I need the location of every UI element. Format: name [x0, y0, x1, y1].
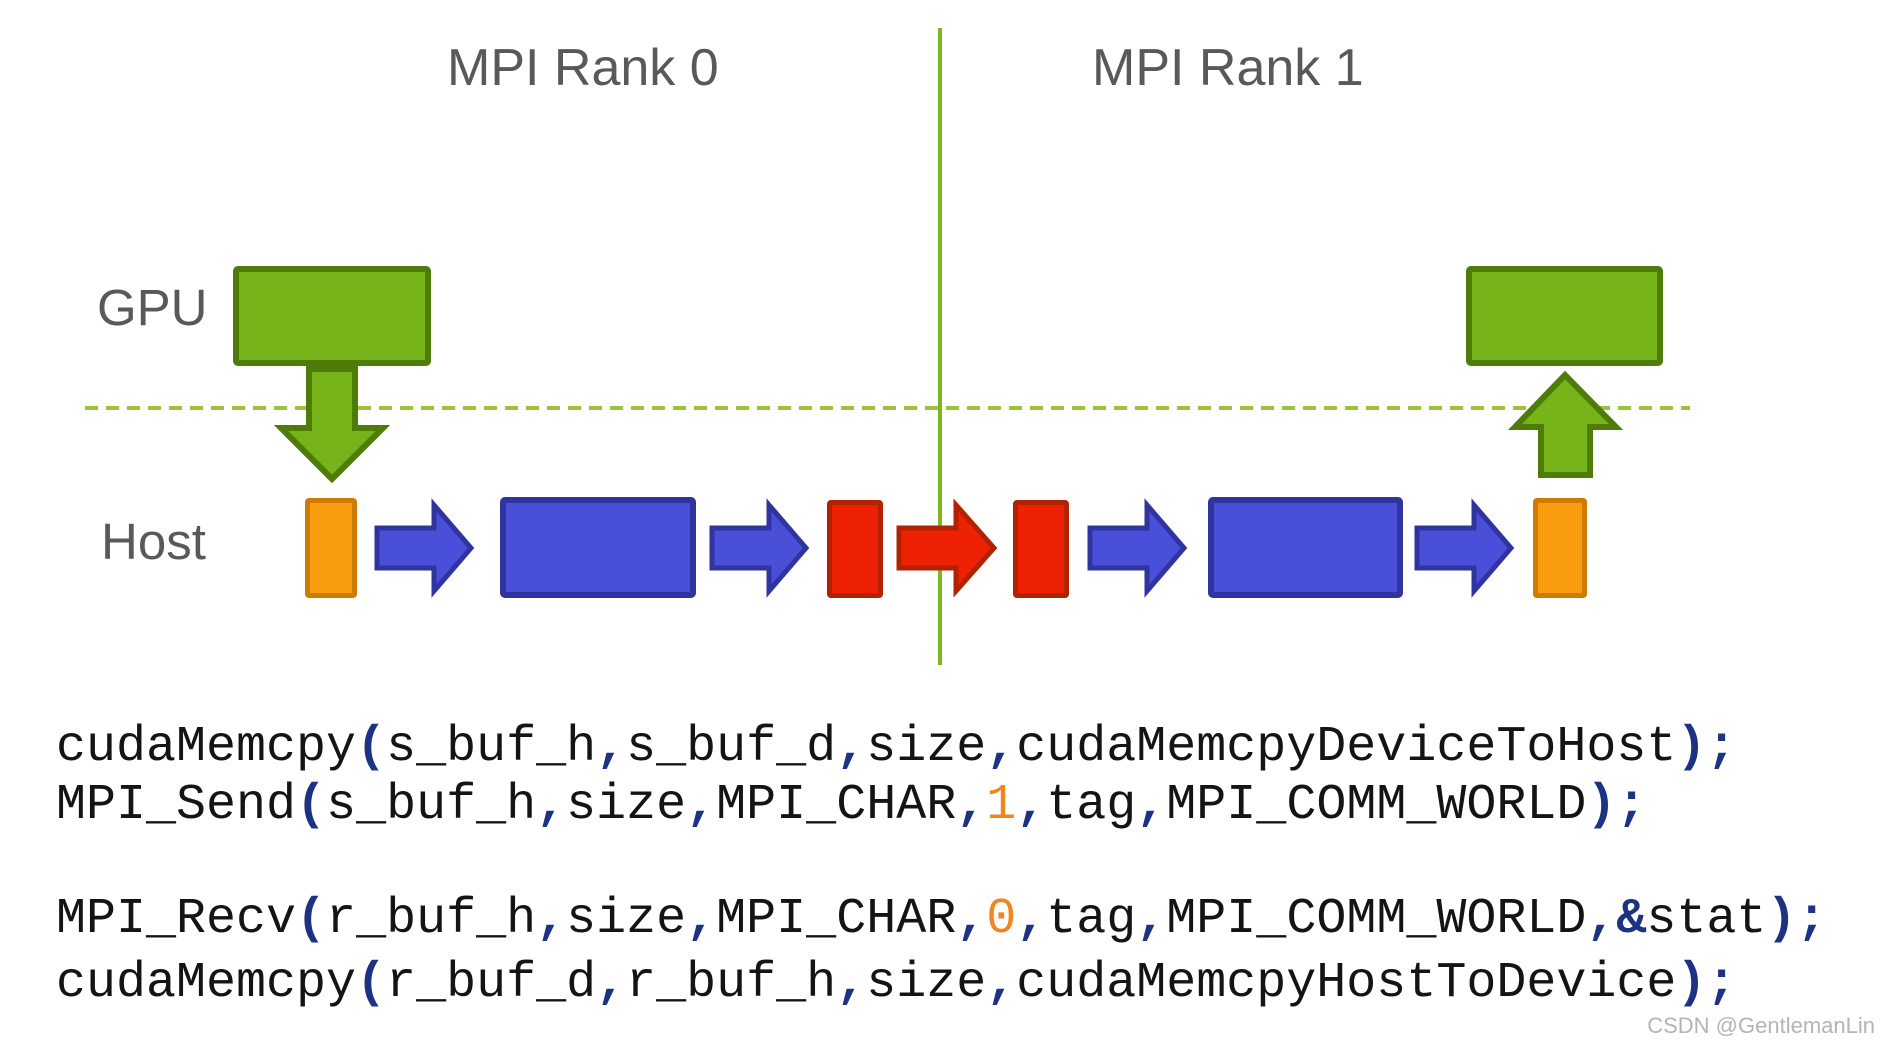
host-memory-block-rank1 — [1208, 497, 1403, 598]
watermark-text: CSDN @GentlemanLin — [1647, 1013, 1875, 1038]
host-memory-block-rank0 — [500, 497, 696, 598]
host-copy-arrow-3-icon — [1087, 498, 1188, 598]
code-line-cudamemcpy-d2h: cudaMemcpy(s_buf_h,s_buf_d,size,cudaMemc… — [56, 719, 1737, 776]
device-to-host-arrow-icon — [273, 366, 391, 484]
receive-buffer-rank1 — [1013, 500, 1069, 598]
gpu-row-label: GPU — [97, 279, 208, 336]
mpi-send-arrow-icon — [896, 498, 998, 598]
host-staging-buffer-rank1 — [1533, 498, 1587, 598]
host-copy-arrow-1-icon — [374, 498, 475, 598]
code-line-mpi-recv: MPI_Recv(r_buf_h,size,MPI_CHAR,0,tag,MPI… — [56, 891, 1827, 948]
mpi-rank0-label: MPI Rank 0 — [447, 39, 719, 97]
gpu-host-boundary-dashed-line — [85, 406, 1690, 410]
gpu-buffer-rank1 — [1466, 266, 1663, 366]
gpu-buffer-rank0 — [233, 266, 431, 366]
host-to-device-arrow-icon — [1507, 370, 1624, 478]
host-row-label: Host — [101, 513, 206, 570]
send-buffer-rank0 — [827, 500, 883, 598]
host-copy-arrow-4-icon — [1414, 498, 1515, 598]
mpi-rank1-label: MPI Rank 1 — [1092, 39, 1364, 97]
code-line-cudamemcpy-h2d: cudaMemcpy(r_buf_d,r_buf_h,size,cudaMemc… — [56, 955, 1737, 1012]
rank-divider-line — [938, 28, 942, 665]
host-staging-buffer-rank0 — [305, 498, 357, 598]
code-line-mpi-send: MPI_Send(s_buf_h,size,MPI_CHAR,1,tag,MPI… — [56, 777, 1647, 834]
host-copy-arrow-2-icon — [709, 498, 810, 598]
